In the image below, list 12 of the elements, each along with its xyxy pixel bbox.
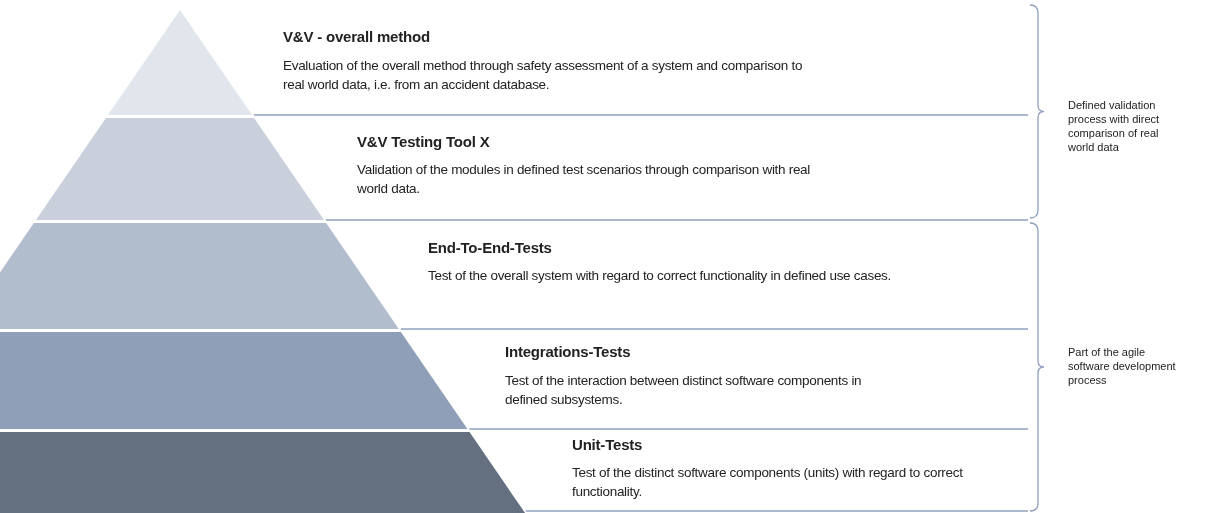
level-heading: V&V - overall method [283,28,430,45]
level-heading: V&V Testing Tool X [357,133,490,150]
level-description: Evaluation of the overall method through safety assessment of a system and comparison to real world data, i.e. from an accident database. [283,57,804,94]
level-heading: Integrations-Tests [505,343,631,360]
level-heading: End-To-End-Tests [428,239,552,256]
bracket-note: Defined validation process with direct comparison of real world data [1068,98,1161,154]
bracket-note: Part of the agile software development process [1068,345,1177,387]
level-description: Validation of the modules in defined test scenarios through comparison with real world data. [357,161,812,198]
level-heading: Unit-Tests [572,436,643,453]
level-description: Test of the distinct software components (units) with regard to correct functionality. [572,464,964,501]
level-description: Test of the overall system with regard to correct functionality in defined use cases. [428,267,892,285]
level-description: Test of the interaction between distinct software components in defined subsystems. [505,372,863,409]
